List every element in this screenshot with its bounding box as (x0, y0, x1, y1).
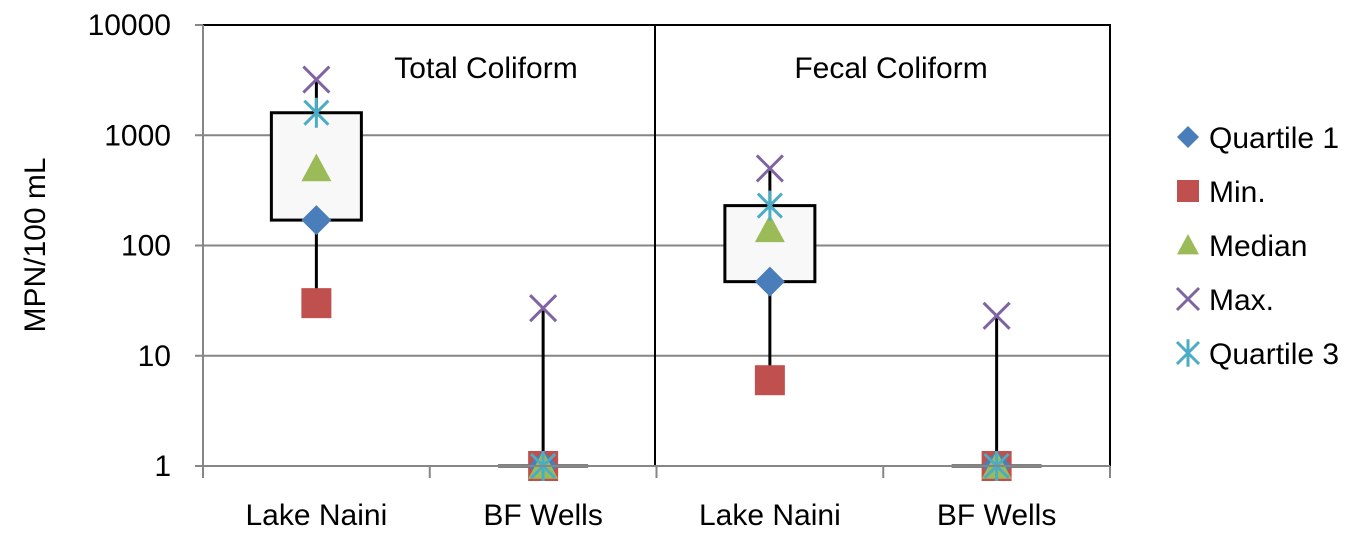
legend-marker (1177, 180, 1199, 202)
y-tick-label: 10 (138, 340, 171, 373)
max-marker (529, 294, 558, 323)
x-tick-label: BF Wells (937, 499, 1056, 532)
max-marker (302, 65, 331, 94)
boxes (269, 79, 1042, 468)
q1-marker (301, 205, 332, 236)
legend-label: Median (1209, 230, 1307, 263)
min-marker (301, 288, 332, 319)
y-tick-label: 1 (154, 450, 171, 483)
x-tick-label: Lake Naini (699, 499, 841, 532)
legend-marker (1175, 286, 1201, 312)
legend-marker (1175, 339, 1201, 367)
min-marker (754, 365, 785, 396)
panel-title: Total Coliform (394, 52, 577, 85)
legend-marker (1177, 234, 1199, 255)
q1-marker (754, 266, 785, 297)
legend-label: Max. (1209, 284, 1274, 317)
legend-label: Quartile 3 (1209, 338, 1339, 371)
median-marker (301, 153, 332, 182)
max-marker (755, 154, 784, 183)
panel-title: Fecal Coliform (794, 52, 987, 85)
y-tick-label: 10000 (88, 9, 171, 42)
axes (195, 24, 1111, 478)
legend-marker (1177, 126, 1199, 148)
q3-marker (303, 97, 330, 128)
legend-label: Min. (1209, 176, 1266, 209)
y-tick-label: 1000 (104, 119, 171, 152)
y-tick-label: 100 (121, 230, 171, 263)
markers (301, 65, 1012, 481)
q3-marker (756, 190, 783, 221)
x-tick-label: BF Wells (483, 499, 602, 532)
y-axis-title: MPN/100 mL (19, 157, 52, 332)
x-tick-label: Lake Naini (245, 499, 387, 532)
legend-label: Quartile 1 (1209, 122, 1339, 155)
max-marker (982, 301, 1011, 330)
median-marker (754, 214, 785, 243)
